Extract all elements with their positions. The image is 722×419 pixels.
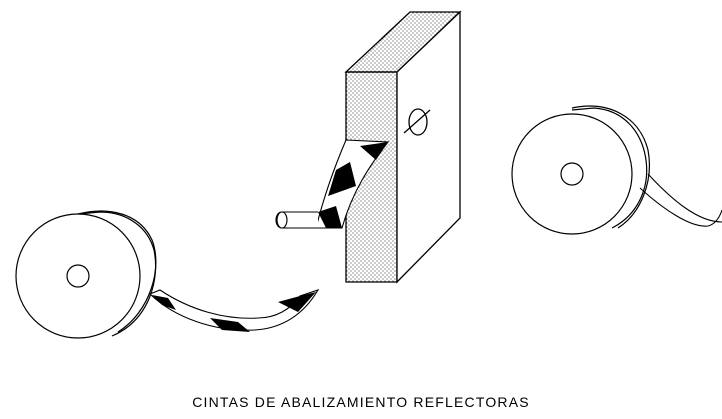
right-roll-front-flange [511, 113, 633, 235]
right-tape-roll [511, 105, 722, 235]
dispenser-tape-strip [275, 139, 390, 229]
diagram-caption: CINTAS DE ABALIZAMIENTO REFLECTORAS [192, 394, 530, 410]
left-tape-strip [149, 289, 320, 332]
left-roll-core-hole [66, 264, 90, 288]
right-roll-back-flange [571, 105, 650, 229]
dispenser-tape-stripe-3 [318, 206, 342, 228]
dispenser-tape-stripe-1 [360, 142, 388, 160]
left-tape-strip-band [149, 289, 320, 331]
left-roll-back-flange [77, 210, 157, 333]
dispenser-tape-stripe-2 [328, 162, 356, 196]
right-roll-core-hole [560, 162, 584, 186]
right-roll-tape-tail [639, 173, 722, 227]
left-tape-stripe-3 [278, 292, 316, 312]
dispenser-tape-curl-end [276, 211, 288, 229]
left-tape-stripe-1 [152, 295, 176, 310]
left-tape-roll [15, 210, 157, 339]
left-roll-front-flange [15, 213, 141, 339]
dispenser-side-face [396, 10, 461, 284]
left-roll-tape-side [77, 211, 157, 337]
dispenser-axle-hole [408, 108, 428, 136]
left-tape-stripe-2 [210, 318, 250, 332]
dispenser-axle-line [403, 109, 431, 134]
tape-dispenser-box [344, 10, 462, 284]
right-roll-tape-side [571, 107, 648, 229]
